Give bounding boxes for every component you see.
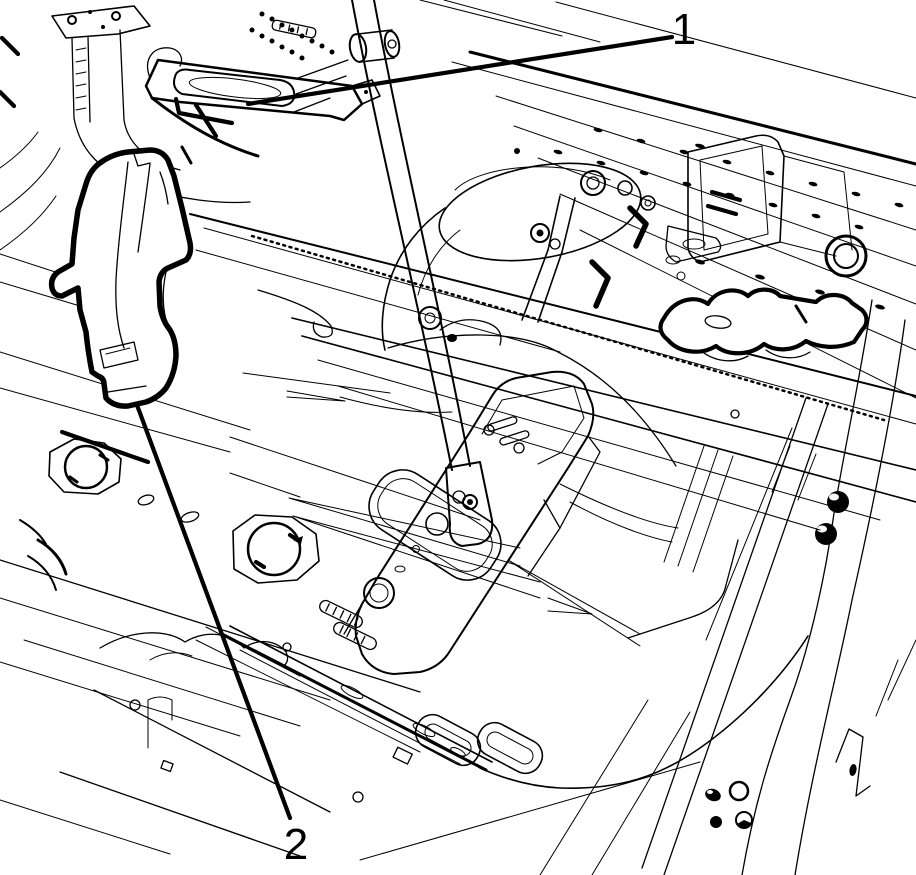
leader-line-1 [245,34,675,107]
floor-grommet-cluster [705,780,753,829]
access-hole-covers [48,438,320,584]
callout-2-label: 2 [284,820,308,869]
callout-1-label: 1 [672,5,696,54]
pressed-rib [292,515,541,599]
callout-2: 2 [134,402,308,869]
seat-latch-striker-plate [658,287,869,362]
bottom-right-rails [359,397,916,875]
side-member-strip [835,639,916,797]
seat-adjuster-mechanism [381,134,853,351]
right-rocker-edge [741,234,906,875]
u-slot [476,721,544,775]
trim-cover [48,147,194,409]
wiring-marks [173,96,235,165]
seat-bracket-box [687,134,853,263]
bottom-left-floor [0,519,421,857]
pressed-rib [288,497,521,567]
seat-belt-strap [293,0,494,547]
leader-line-2 [134,402,293,821]
floor-vent-slots [282,599,544,803]
latch-hook-mark [589,259,611,309]
floor-seam-lines [0,213,916,521]
belt-guide-cylinder [348,29,401,63]
pressed-rib [507,559,641,647]
sill-reinforcement-strip [195,625,809,789]
perforated-flange [249,11,335,61]
spot-weld-marks [514,127,904,310]
latch-hook-mark [627,205,649,249]
crossmember-band [291,317,916,531]
rubber-grommets [815,491,849,545]
seat-belt-anchor-bracket [144,58,381,165]
callout-1: 1 [245,5,696,107]
grommet-ring [824,234,868,278]
u-slot [414,713,482,767]
rear-floor-pan-curves [242,289,679,647]
center-seat-mount-rail [343,370,601,675]
